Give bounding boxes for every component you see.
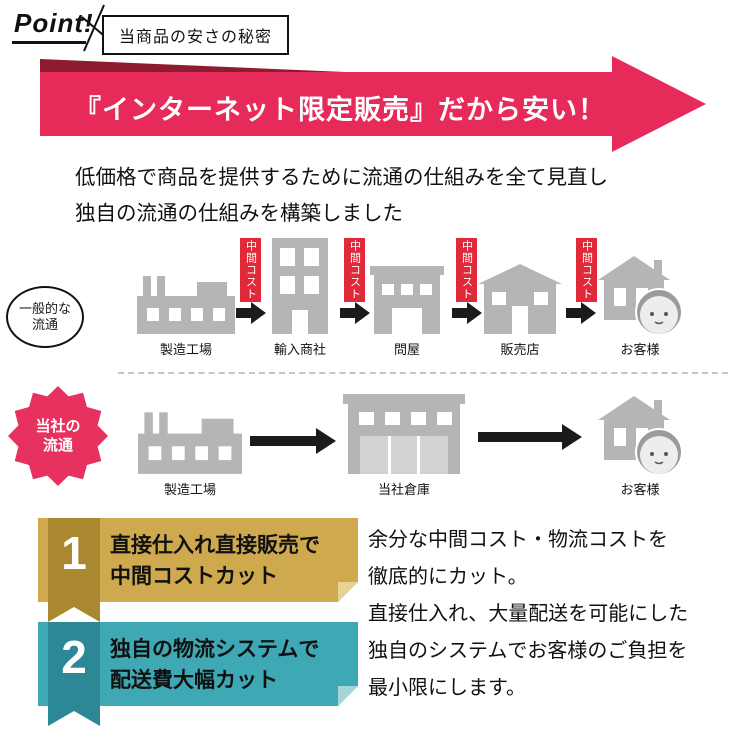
step-label: 製造工場 [159, 342, 212, 357]
factory-icon [138, 412, 242, 474]
point-1-ribbon: 1 直接仕入れ直接販売で 中間コストカット [38, 518, 358, 602]
company-step-warehouse: 当社倉庫 [342, 390, 466, 498]
point-2-number-plate: 2 [48, 622, 100, 726]
point-1-line2: 中間コストカット [110, 565, 278, 588]
point-1-text: 直接仕入れ直接販売で 中間コストカット [110, 530, 320, 592]
point-2-ribbon: 2 独自の物流システムで 配送費大幅カット [38, 622, 358, 706]
company-flow-label-line1: 当社の [35, 418, 81, 435]
description-line-4: 独自のシステムでお客様のご負担を [368, 640, 688, 662]
point-1-fold-corner [338, 582, 358, 602]
customer-house-icon [598, 396, 683, 474]
flow-arrow-icon [566, 302, 596, 324]
point-2-line1: 独自の物流システムで [110, 638, 320, 661]
general-flow-label-line2: 流通 [31, 317, 58, 332]
step-label: 製造工場 [163, 482, 216, 497]
description-line-5: 最小限にします。 [368, 677, 526, 699]
intro-line-2: 独自の流通の仕組みを構築しました [75, 202, 403, 225]
description-text: 余分な中間コスト・物流コストを 徹底的にカット。 直接仕入れ、大量配送を可能にし… [368, 522, 733, 707]
point-logo: Point! [14, 8, 94, 38]
point-2-text: 独自の物流システムで 配送費大幅カット [110, 634, 319, 696]
point-1-number-plate: 1 [48, 518, 100, 622]
company-flow-badge: 当社の 流通 [8, 386, 108, 486]
step-label: 販売店 [500, 342, 540, 357]
company-flow-label-line2: 流通 [42, 437, 73, 454]
point-underline [12, 41, 86, 44]
customer-house-icon [598, 256, 683, 334]
flow-arrow-icon [452, 302, 482, 324]
step-label: 輸入商社 [273, 342, 326, 357]
point-1-number: 1 [61, 527, 87, 579]
step-label: お客様 [620, 482, 660, 497]
point-2-line2: 配送費大幅カット [110, 669, 278, 692]
cost-tag: 中間コスト [456, 238, 477, 302]
point-2-number: 2 [61, 631, 87, 683]
step-label: 当社倉庫 [377, 482, 430, 497]
shop-icon [478, 264, 562, 334]
company-step-factory: 製造工場 [138, 408, 242, 498]
description-line-2: 徹底的にカット。 [368, 566, 528, 588]
dashed-divider [118, 372, 728, 374]
general-flow-label: 一般的な 流通 [6, 286, 84, 348]
company-flow-label: 当社の 流通 [8, 386, 108, 486]
banner-arrow-shape [40, 56, 706, 152]
header-title-box: 当商品の安さの秘密 [102, 15, 290, 55]
factory-icon [137, 276, 235, 334]
description-line-3: 直接仕入れ、大量配送を可能にした [368, 603, 689, 625]
flow-step-customer: お客様 [592, 252, 688, 358]
header-title: 当商品の安さの秘密 [119, 29, 273, 46]
flow-arrow-icon [250, 428, 336, 454]
description-line-1: 余分な中間コスト・物流コストを [368, 529, 668, 551]
wholesaler-building-icon [370, 266, 444, 334]
flow-step-factory: 製造工場 [136, 272, 236, 358]
office-building-icon [272, 238, 328, 334]
flow-arrow-icon [340, 302, 370, 324]
intro-text: 低価格で商品を提供するために流通の仕組みを全て見直し 独自の流通の仕組みを構築し… [75, 160, 608, 232]
flow-arrow-icon [478, 424, 582, 450]
flow-step-retail-shop: 販売店 [477, 264, 563, 358]
cost-tag: 中間コスト [576, 238, 597, 302]
banner-title: 『インターネット限定販売』だから安い！ [74, 95, 606, 125]
warehouse-icon [343, 394, 465, 474]
intro-line-1: 低価格で商品を提供するために流通の仕組みを全て見直し [75, 166, 608, 189]
company-step-customer: お客様 [592, 392, 688, 498]
point-2-fold-corner [338, 686, 358, 706]
step-label: お客様 [620, 342, 660, 357]
general-flow-label-line1: 一般的な [18, 301, 71, 316]
point-1-line1: 直接仕入れ直接販売で [110, 534, 320, 557]
flow-step-import-company: 輸入商社 [266, 238, 334, 358]
flow-arrow-icon [236, 302, 266, 324]
starburst-icon [8, 386, 108, 486]
cost-tag: 中間コスト [240, 238, 261, 302]
flow-step-wholesaler: 問屋 [370, 266, 444, 358]
step-label: 問屋 [393, 342, 420, 357]
cost-tag: 中間コスト [344, 238, 365, 302]
